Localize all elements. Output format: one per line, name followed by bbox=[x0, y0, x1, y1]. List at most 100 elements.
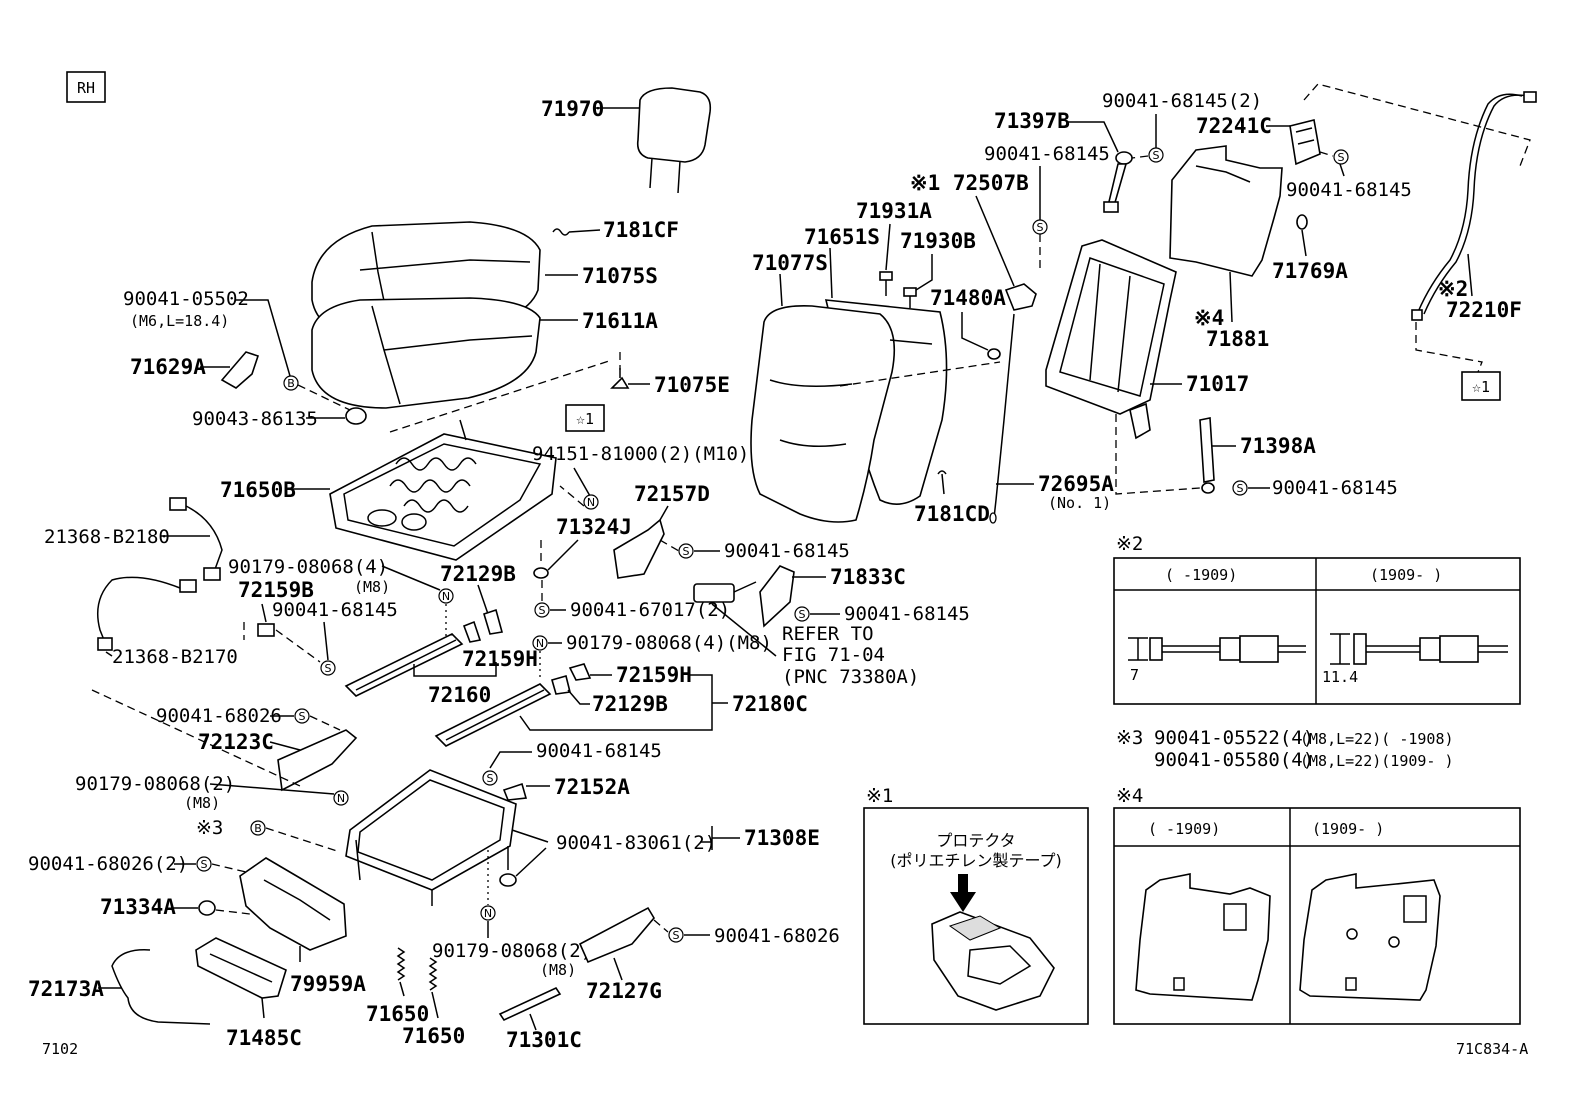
label-71650-b: 71650 bbox=[402, 1024, 465, 1048]
label-71485C: 71485C bbox=[226, 1026, 302, 1050]
label-72157D: 72157D bbox=[634, 482, 710, 506]
protector-72507B-drawing bbox=[1004, 283, 1037, 311]
label-90041-68145-d: 90041-68145 bbox=[536, 740, 662, 762]
svg-text:S: S bbox=[683, 545, 690, 558]
clip-72159H-b-drawing bbox=[551, 663, 592, 695]
bolt-71930B-drawing bbox=[903, 287, 917, 308]
rod-72695A-drawing bbox=[989, 313, 1015, 524]
clip-71480A-drawing bbox=[987, 348, 1001, 360]
clip-72152A-drawing bbox=[502, 782, 528, 801]
board-71881-drawing bbox=[1169, 145, 1283, 277]
clip-71769A-drawing bbox=[1296, 214, 1308, 230]
label-71881: 71881 bbox=[1206, 327, 1269, 351]
note3-line1-part: 90041-05522(4) bbox=[1154, 727, 1314, 749]
note3-mark: ※3 bbox=[1116, 727, 1143, 749]
cover-79959A-drawing bbox=[239, 857, 347, 951]
side-label: RH bbox=[77, 79, 95, 97]
symbol-s-7: S bbox=[196, 856, 212, 872]
switch-72241C-drawing bbox=[1289, 119, 1321, 166]
plug-71334A-drawing bbox=[198, 900, 216, 916]
label-7181CF: 7181CF bbox=[603, 218, 679, 242]
seat-base-frame-drawing bbox=[345, 769, 517, 906]
label-72159H-b: 72159H bbox=[616, 663, 692, 687]
label-71075S: 71075S bbox=[582, 264, 658, 288]
label-71769A: 71769A bbox=[1272, 259, 1348, 283]
label-72159H-a: 72159H bbox=[462, 647, 538, 671]
symbol-s-2: S bbox=[320, 660, 336, 676]
label-ref4: ※4 bbox=[1194, 306, 1224, 330]
label-71611A: 71611A bbox=[582, 309, 658, 333]
label-90179-08068-4: 90179-08068(4) bbox=[228, 556, 388, 578]
symbol-s-5: S bbox=[294, 708, 310, 724]
svg-text:B: B bbox=[287, 377, 295, 390]
side-indicator: RH bbox=[66, 71, 106, 103]
label-72152A: 72152A bbox=[554, 775, 630, 799]
label-72160: 72160 bbox=[428, 683, 491, 707]
headrest-drawing bbox=[595, 87, 712, 194]
svg-text:S: S bbox=[487, 772, 494, 785]
spring-a-drawing bbox=[396, 947, 406, 981]
label-71017: 71017 bbox=[1186, 372, 1249, 396]
label-71970: 71970 bbox=[541, 97, 604, 121]
svg-text:B: B bbox=[254, 822, 262, 835]
svg-text:N: N bbox=[337, 792, 345, 805]
spring-b-drawing bbox=[428, 957, 438, 991]
svg-text:S: S bbox=[539, 604, 546, 617]
seatback-frame-71017-drawing bbox=[1045, 239, 1177, 440]
label-72695A-note: (No. 1) bbox=[1048, 494, 1111, 512]
svg-text:☆1: ☆1 bbox=[1472, 378, 1490, 396]
clip-72159H-a-drawing bbox=[462, 608, 504, 643]
label-90041-68145-g: 90041-68145 bbox=[1272, 477, 1398, 499]
symbol-n-1: N bbox=[583, 494, 599, 510]
symbol-s-11: S bbox=[1333, 149, 1349, 165]
note-ref3: ※3 90041-05522(4) (M8,L=22)( -1908) 9004… bbox=[1116, 727, 1454, 771]
label-72695A: 72695A bbox=[1038, 472, 1114, 496]
label-72210F: 72210F bbox=[1446, 298, 1522, 322]
symbol-s-3: S bbox=[534, 602, 550, 618]
label-72129B-b: 72129B bbox=[592, 692, 668, 716]
arrow-down-icon bbox=[950, 874, 976, 912]
seat-cushion-drawing bbox=[311, 221, 578, 409]
symbol-s-6: S bbox=[482, 770, 498, 786]
inset4-title: ※4 bbox=[1116, 785, 1143, 807]
label-90179-08068-4-note: (M8) bbox=[354, 578, 390, 596]
seat-rail-upper-drawing bbox=[344, 633, 464, 697]
inset4-col1: ( -1909) bbox=[1148, 820, 1220, 838]
label-71077S: 71077S bbox=[752, 251, 828, 275]
cover-71485C-drawing bbox=[195, 937, 287, 999]
symbol-s-4: S bbox=[794, 606, 810, 622]
clip-7181CD-drawing bbox=[937, 470, 947, 495]
inset2-dim2: 11.4 bbox=[1322, 668, 1358, 686]
label-90041-67017: 90041-67017(2) bbox=[570, 599, 730, 621]
label-90041-68145-2: 90041-68145(2) bbox=[1102, 90, 1262, 112]
cover-72123C-drawing bbox=[277, 729, 358, 792]
symbol-b-2: B bbox=[250, 820, 266, 836]
label-90179-08068-2-note: (M8) bbox=[184, 794, 220, 812]
label-21368-B2180: 21368-B2180 bbox=[44, 526, 170, 548]
label-71308E: 71308E bbox=[744, 826, 820, 850]
label-90041-68026-2: 90041-68026(2) bbox=[28, 853, 188, 875]
label-90041-05502: 90041-05502 bbox=[123, 288, 249, 310]
label-90179-08068-2b: 90179-08068(2) bbox=[432, 940, 592, 962]
svg-text:S: S bbox=[673, 929, 680, 942]
label-71075E: 71075E bbox=[654, 373, 730, 397]
wire-72173A-drawing bbox=[111, 949, 211, 1025]
label-94151-81000: 94151-81000(2)(M10) bbox=[532, 443, 749, 465]
note3-line2-part: 90041-05580(4) bbox=[1154, 749, 1314, 771]
label-72127G: 72127G bbox=[586, 979, 662, 1003]
buckle-71833C-drawing bbox=[693, 565, 795, 628]
symbol-n-4: N bbox=[333, 790, 349, 806]
label-72129B-a: 72129B bbox=[440, 562, 516, 586]
inset1-title: ※1 bbox=[866, 785, 893, 807]
label-90041-68145-b: 90041-68145 bbox=[272, 599, 398, 621]
inset4-col2: (1909- ) bbox=[1312, 820, 1384, 838]
svg-text:S: S bbox=[799, 608, 806, 621]
reference-star1-b: ☆1 bbox=[1461, 371, 1501, 401]
inset2-dim1: 7 bbox=[1130, 666, 1139, 684]
label-7181CD: 7181CD bbox=[914, 502, 990, 526]
svg-text:S: S bbox=[1237, 482, 1244, 495]
label-71397B: 71397B bbox=[994, 109, 1070, 133]
strip-71301C-drawing bbox=[498, 986, 562, 1022]
label-71334A: 71334A bbox=[100, 895, 176, 919]
label-72180C: 72180C bbox=[732, 692, 808, 716]
